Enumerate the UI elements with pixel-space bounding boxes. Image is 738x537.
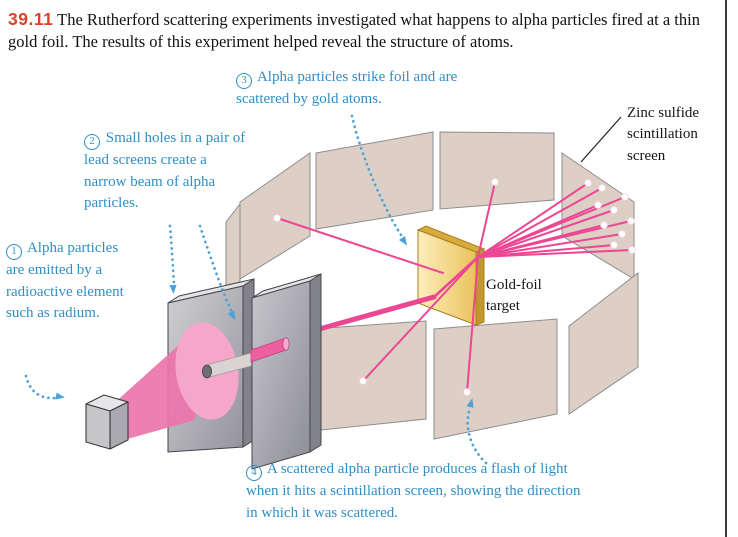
pointer-arrowheads xyxy=(55,235,474,408)
annotation-4-text: A scattered alpha particle produces a fl… xyxy=(246,461,581,521)
alpha-beam-and-rays xyxy=(276,181,633,393)
radium-cube-right xyxy=(109,401,129,450)
gold-foil-target xyxy=(416,225,486,326)
pointer-arrow-1 xyxy=(24,374,57,400)
pointer-arrow-2b xyxy=(198,224,234,314)
annotation-3: 3 Alpha particles strike foil and are sc… xyxy=(236,67,472,111)
figure-caption: 39.11 The Rutherford scattering experime… xyxy=(8,8,720,52)
annotation-1-number-badge: 1 xyxy=(6,244,22,261)
gold-foil-face xyxy=(417,229,477,326)
pinhole xyxy=(201,364,212,379)
scattered-ray-down xyxy=(466,256,479,393)
lead-screen-2 xyxy=(251,273,322,470)
annotation-3-text: Alpha particles strike foil and are scat… xyxy=(236,69,458,108)
zinc-sulfide-screen-label: Zinc sulfide scintillation screen xyxy=(627,105,700,164)
screen-panel xyxy=(439,131,555,210)
annotation-2-text: Small holes in a pair of lead screens cr… xyxy=(84,130,246,211)
gold-foil-target-label: Gold-foil target xyxy=(486,277,542,315)
page-column-rule xyxy=(725,0,727,537)
pointer-arrow-4 xyxy=(466,406,488,465)
scintillation-flashes xyxy=(273,178,636,396)
figure-caption-text: The Rutherford scattering experiments in… xyxy=(8,10,700,51)
annotation-4-number-badge: 4 xyxy=(246,465,262,482)
lead-screen-2-side xyxy=(309,273,322,453)
scattered-ray-down-left xyxy=(362,256,479,382)
annotation-pointer-arrows xyxy=(24,114,488,465)
screen-panel xyxy=(315,131,434,230)
figure-number: 39.11 xyxy=(8,9,54,29)
backscattered-ray xyxy=(276,217,444,274)
pointer-arrow-3 xyxy=(350,114,405,240)
lead-screen-2-face xyxy=(251,280,311,470)
zinc-label-pointer-line xyxy=(580,116,622,163)
scattered-ray-up xyxy=(477,181,496,258)
annotation-4: 4 A scattered alpha particle produces a … xyxy=(246,459,592,524)
incident-beam xyxy=(309,294,437,334)
screen-panel xyxy=(433,318,558,440)
annotation-2: 2 Small holes in a pair of lead screens … xyxy=(84,128,252,214)
screen-panel xyxy=(568,271,639,415)
annotation-1-text: Alpha particles are emitted by a radioac… xyxy=(6,240,124,321)
pointer-arrow-2a xyxy=(168,224,176,286)
annotation-3-number-badge: 3 xyxy=(236,73,252,90)
narrow-beam-end-cap xyxy=(282,337,290,351)
radium-cube-front xyxy=(85,403,111,450)
annotation-2-number-badge: 2 xyxy=(84,134,100,151)
annotation-1: 1 Alpha particles are emitted by a radio… xyxy=(6,238,124,324)
scintillation-screen-ring-front xyxy=(311,271,639,440)
radium-source xyxy=(85,394,129,450)
